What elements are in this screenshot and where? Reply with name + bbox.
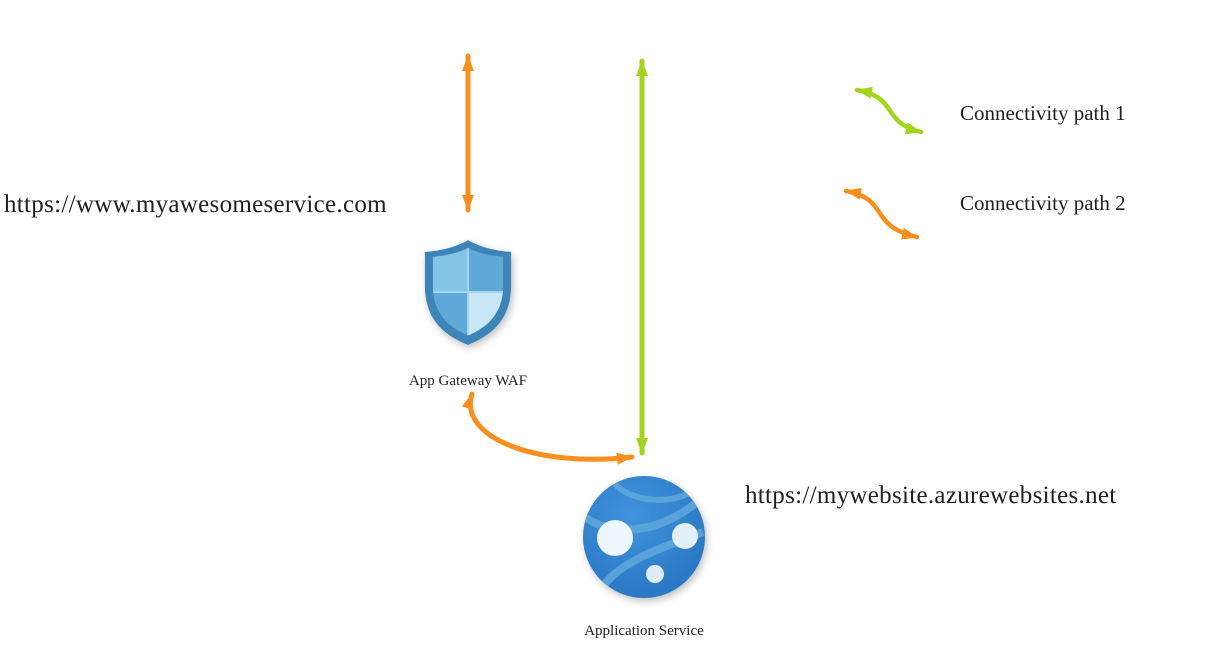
app-gateway-waf-shield-icon	[421, 227, 515, 359]
legend-green-arrow	[854, 86, 924, 135]
waf-label: App Gateway WAF	[408, 373, 528, 389]
app-service-url: https://mywebsite.azurewebsites.net	[745, 482, 1117, 509]
orange-curved-arrow	[461, 391, 635, 465]
legend-item-connectivity-path-2: Connectivity path 2	[960, 191, 1126, 215]
application-service-icon	[581, 474, 707, 600]
app-service-label: Application Service	[584, 623, 704, 639]
legend-item-connectivity-path-1: Connectivity path 1	[960, 101, 1126, 125]
legend-orange-arrow	[843, 187, 920, 240]
waf-url: https://www.myawesomeservice.com	[4, 191, 387, 218]
